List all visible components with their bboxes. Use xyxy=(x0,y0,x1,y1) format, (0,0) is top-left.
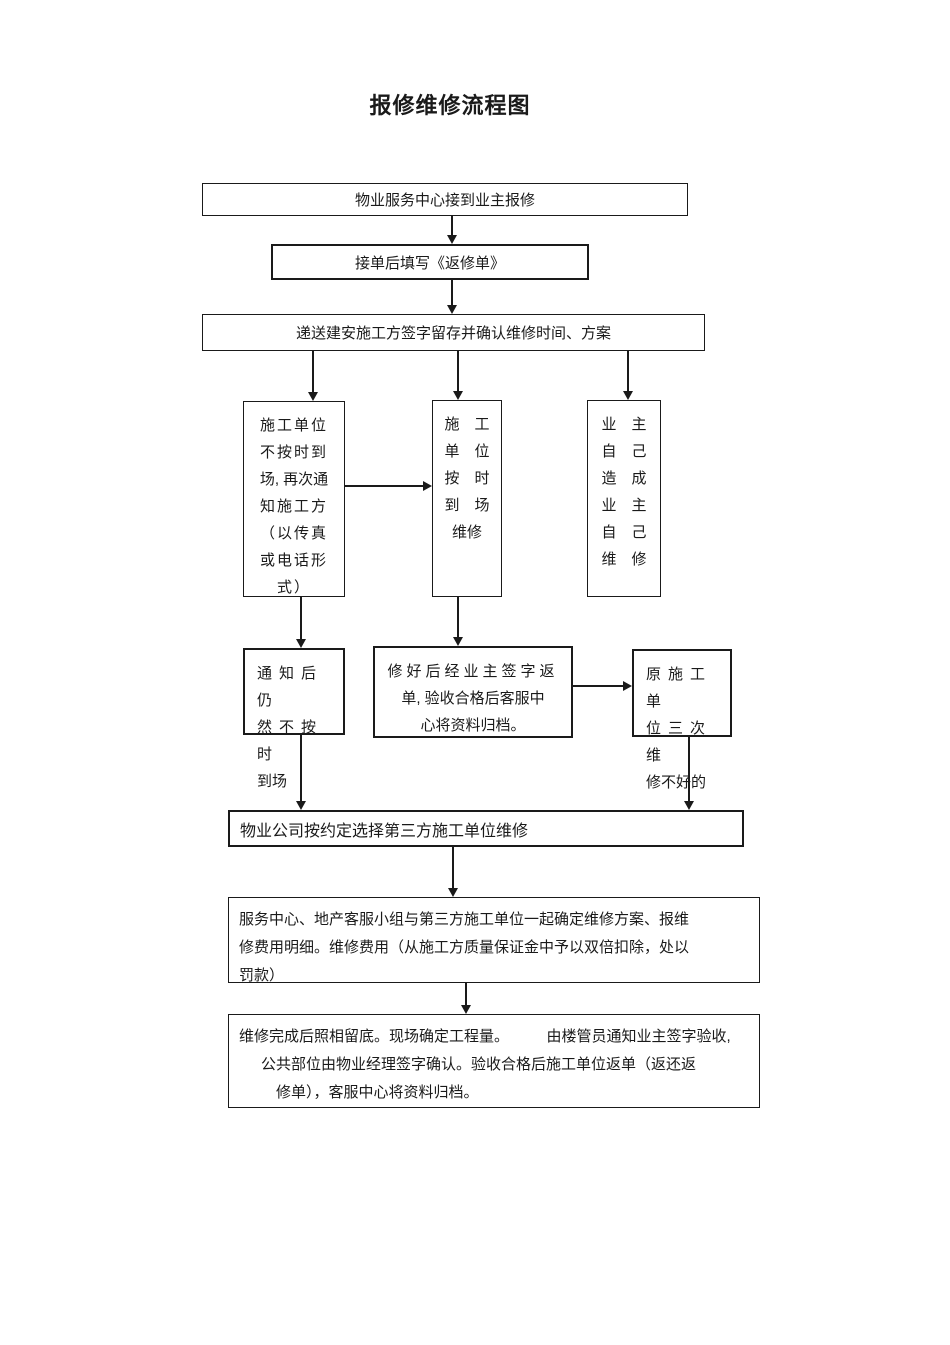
arrow-step1-to-step2 xyxy=(447,216,457,244)
repaired-signed-archive-box: 修好后经业主签字返 单, 验收合格后客服中 心将资料归档。 xyxy=(373,646,573,738)
third-party-selection-text: 物业公司按约定选择第三方施工单位维修 xyxy=(240,822,529,840)
step-deliver-confirm-box: 递送建安施工方签字留存并确认维修时间、方案 xyxy=(202,314,705,351)
branch-on-time-box: 施 工 单 位 按 时 到 场 维修 xyxy=(432,400,502,597)
final-acceptance-box: 维修完成后照相留底。现场确定工程量。 由楼管员通知业主签字验收, 公共部位由物业… xyxy=(228,1014,760,1108)
text-line: 按 时 xyxy=(444,470,490,487)
arrow-repaired-to-failed xyxy=(573,681,632,691)
arrow-plan-to-final xyxy=(461,983,471,1014)
confirm-plan-box: 服务中心、地产客服小组与第三方施工单位一起确定维修方案、报维 修费用明细。维修费… xyxy=(228,897,760,984)
arrow-notify-to-thirdparty xyxy=(296,735,306,810)
text-line: 自 己 xyxy=(601,524,647,541)
text-line: 业 主 xyxy=(601,497,647,514)
text-line: 到 场 xyxy=(444,497,490,514)
branch-not-on-time-box: 施工单位 不按时到 场, 再次通 知施工方 （以传真 或电话形 式） xyxy=(243,401,345,597)
text-line: 修单），客服中心将资料归档。 xyxy=(276,1084,479,1101)
text-line: 修不好的 xyxy=(646,774,707,791)
text-line: 造 成 xyxy=(601,470,647,487)
text-line: 单, 验收合格后客服中 xyxy=(401,690,545,707)
step-receive-report-text: 物业服务中心接到业主报修 xyxy=(354,192,535,209)
text-line: 通知后仍 xyxy=(257,665,324,709)
arrow-step3-to-right xyxy=(623,351,633,400)
arrow-thirdparty-to-plan xyxy=(448,847,458,897)
text-line: 服务中心、地产客服小组与第三方施工单位一起确定维修方案、报维 xyxy=(239,911,690,928)
text-line: 位三次维 xyxy=(646,720,713,764)
text-line: 心将资料归档。 xyxy=(420,717,526,734)
text-line: 式） xyxy=(276,579,311,596)
text-line: 修好后经业主签字返 xyxy=(387,663,559,680)
text-line: 场, 再次通 xyxy=(259,471,329,488)
text-line: 维 修 xyxy=(601,551,647,568)
text-line: 业 主 xyxy=(601,416,647,433)
text-line: 维修 xyxy=(451,524,482,541)
text-line: 自 己 xyxy=(601,443,647,460)
text-line: 或电话形 xyxy=(259,552,328,569)
text-line: 不按时到 xyxy=(259,444,328,461)
step-fill-form-box: 接单后填写《返修单》 xyxy=(271,244,589,280)
text-line: 修费用明细。维修费用（从施工方质量保证金中予以双倍扣除，处以 xyxy=(239,939,690,956)
step-receive-report-box: 物业服务中心接到业主报修 xyxy=(202,183,688,216)
text-line: 施 工 xyxy=(444,416,490,433)
text-line: 维修完成后照相留底。现场确定工程量。 由楼管员通知业主签字验收, xyxy=(239,1028,731,1045)
arrow-step3-to-middle xyxy=(453,351,463,400)
arrow-left-to-middle xyxy=(345,481,432,491)
arrow-middle-down xyxy=(453,597,463,646)
arrow-failed-to-thirdparty xyxy=(684,737,694,810)
still-not-on-time-box: 通知后仍 然不按时 到场 xyxy=(243,648,345,790)
arrow-step2-to-step3 xyxy=(447,280,457,314)
step-deliver-confirm-text: 递送建安施工方签字留存并确认维修时间、方案 xyxy=(295,325,611,342)
page-title: 报修维修流程图 xyxy=(369,93,531,118)
text-line: 单 位 xyxy=(444,443,490,460)
branch-owner-self-box: 业 主 自 己 造 成 业 主 自 己 维 修 xyxy=(587,400,661,597)
text-line: 知施工方 xyxy=(259,498,328,515)
text-line: 到场 xyxy=(257,773,288,790)
arrow-step3-to-left xyxy=(308,351,318,401)
step-fill-form-text: 接单后填写《返修单》 xyxy=(354,254,505,272)
text-line: 施工单位 xyxy=(259,417,328,434)
text-line: 然不按时 xyxy=(257,719,324,763)
text-line: 原施工单 xyxy=(646,666,713,710)
text-line: 公共部位由物业经理签字确认。验收合格后施工单位返单（返还返 xyxy=(261,1056,697,1073)
third-party-selection-box: 物业公司按约定选择第三方施工单位维修 xyxy=(228,810,744,847)
original-unit-failed-box: 原施工单 位三次维 修不好的 xyxy=(632,649,732,791)
arrow-left-down xyxy=(296,597,306,648)
text-line: （以传真 xyxy=(259,525,328,542)
text-line: 罚款） xyxy=(239,967,285,984)
